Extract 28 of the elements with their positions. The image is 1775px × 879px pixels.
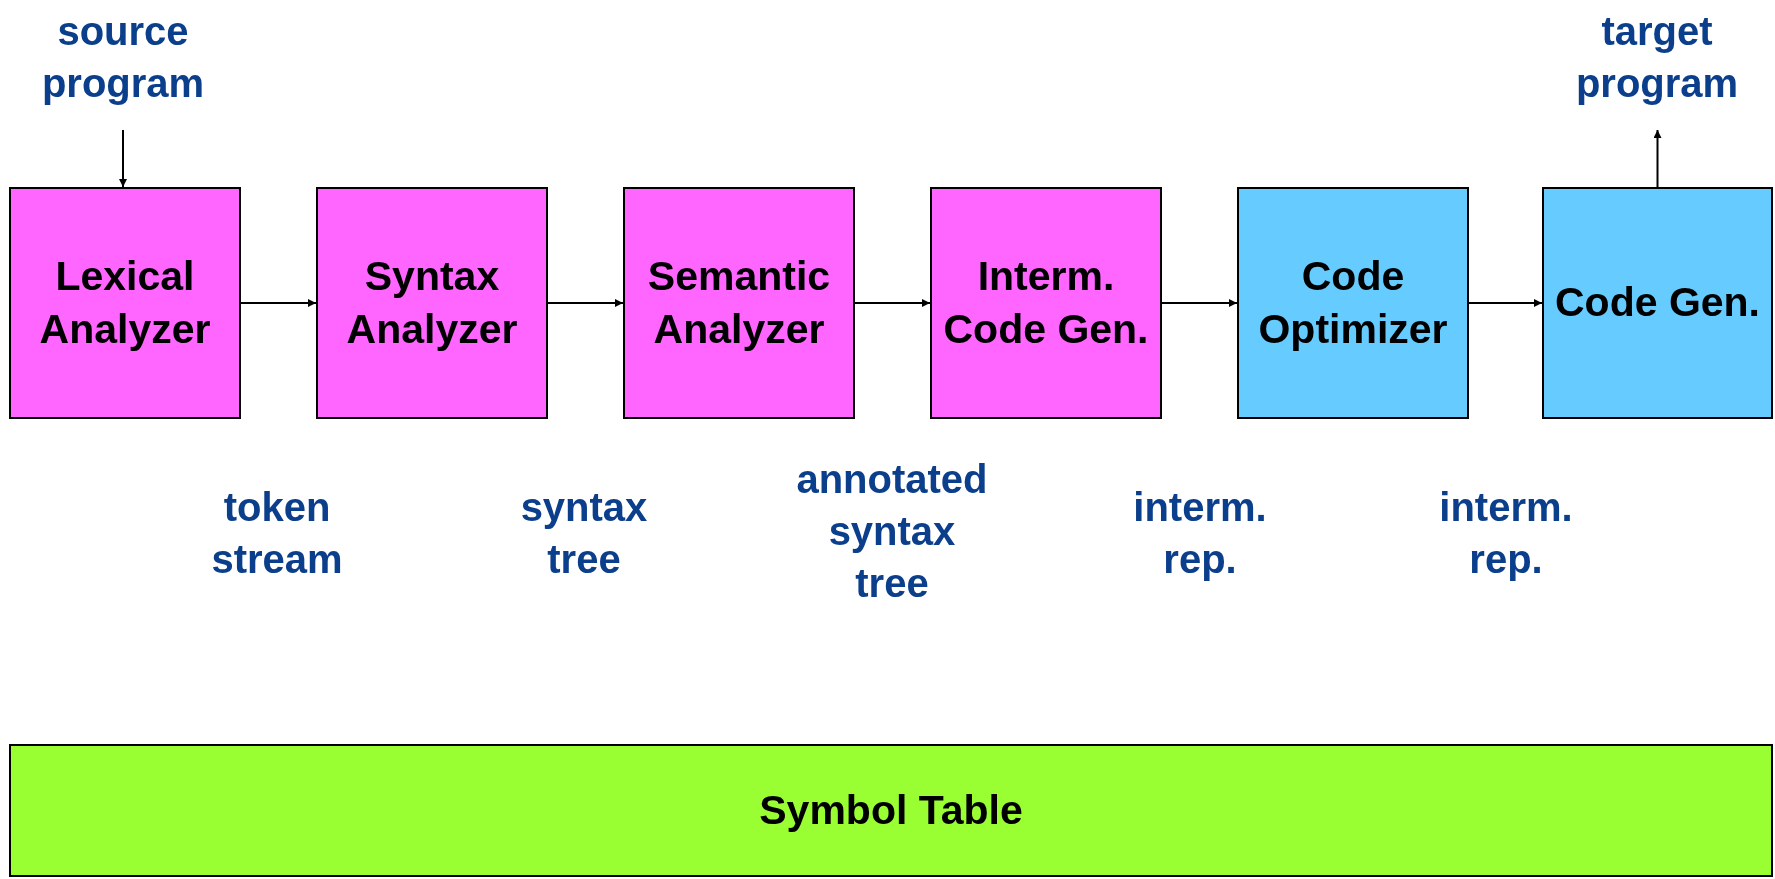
process-box bbox=[623, 187, 855, 419]
arrow bbox=[547, 299, 624, 307]
process-box bbox=[9, 187, 241, 419]
box-label: Interm. Code Gen. bbox=[942, 251, 1150, 354]
box-label: Code Gen. bbox=[1555, 278, 1760, 328]
arrow bbox=[1653, 129, 1662, 188]
data-label: token stream bbox=[210, 484, 344, 583]
process-box bbox=[1237, 187, 1469, 419]
arrow bbox=[240, 299, 317, 307]
data-label: interm. rep. bbox=[1132, 484, 1268, 583]
arrow bbox=[1468, 299, 1543, 307]
arrow bbox=[854, 299, 931, 307]
box-label: Syntax Analyzer bbox=[345, 251, 519, 354]
io-label: target program bbox=[1574, 8, 1740, 107]
process-box bbox=[1542, 187, 1773, 419]
arrow bbox=[119, 129, 127, 188]
box-label: Semantic Analyzer bbox=[646, 251, 832, 354]
box-label: Lexical Analyzer bbox=[38, 251, 212, 354]
process-box bbox=[930, 187, 1162, 419]
box-label: Symbol Table bbox=[759, 785, 1023, 835]
data-label: interm. rep. bbox=[1438, 484, 1574, 583]
io-label: source program bbox=[40, 8, 206, 107]
data-label: annotated syntax tree bbox=[795, 456, 989, 607]
arrow bbox=[1161, 299, 1238, 307]
data-label: syntax tree bbox=[519, 484, 649, 583]
box-label: Code Optimizer bbox=[1257, 251, 1449, 354]
table-box bbox=[9, 744, 1773, 877]
process-box bbox=[316, 187, 548, 419]
